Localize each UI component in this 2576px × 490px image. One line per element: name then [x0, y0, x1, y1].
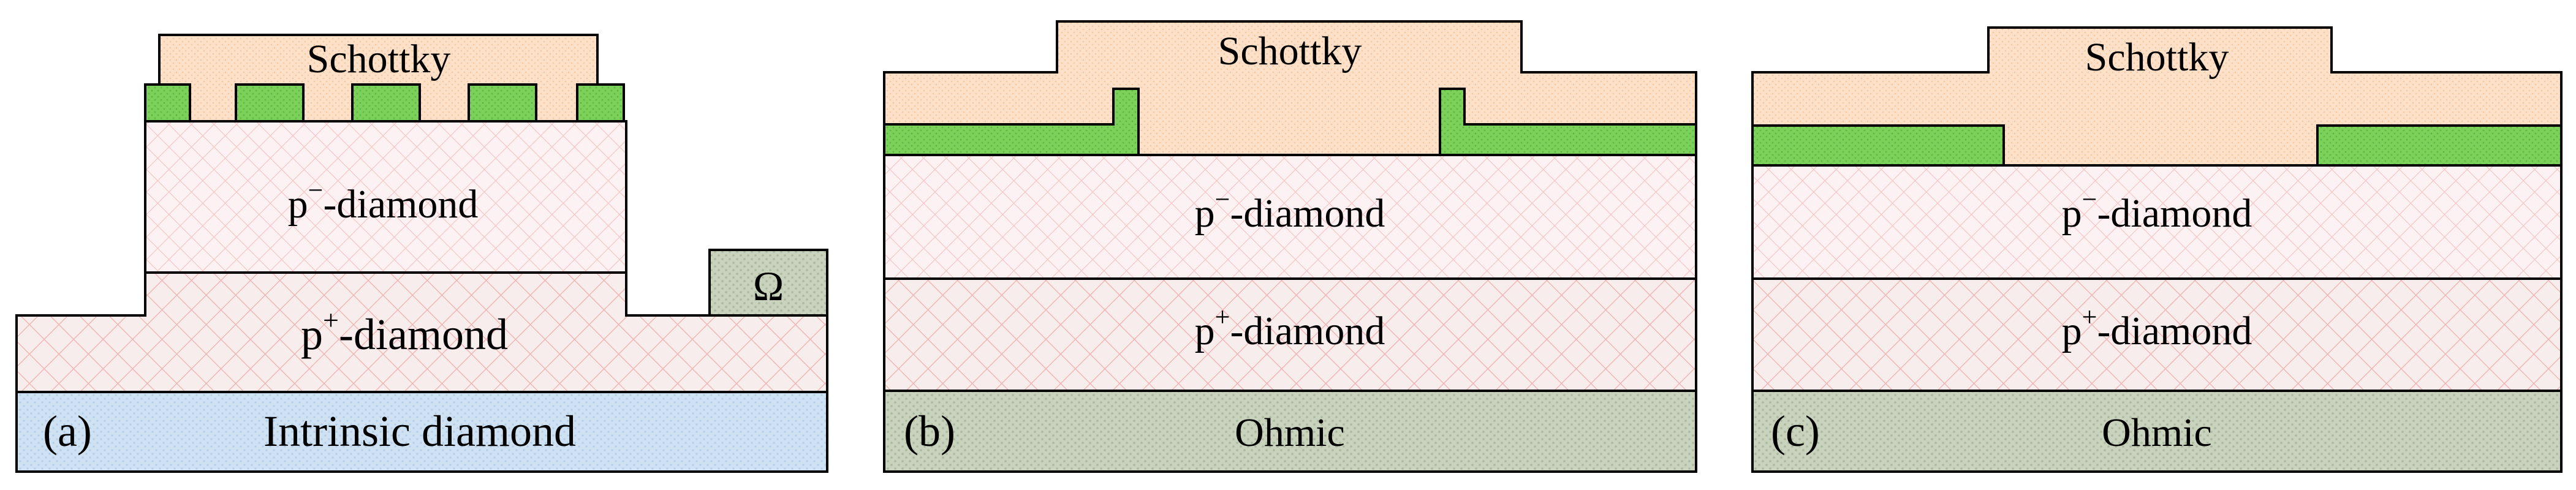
p-plus-label: p+-diamond — [2062, 302, 2252, 353]
p-minus-label: p−-diamond — [288, 175, 479, 227]
ohmic-layer — [1751, 390, 2563, 473]
ohmic-contact-pad — [708, 249, 828, 317]
panel-label: (a) — [43, 407, 92, 456]
dielectric-left — [883, 88, 1140, 156]
p-minus-layer — [1751, 164, 2563, 280]
intrinsic-diamond-layer — [15, 391, 828, 473]
dielectric-island — [576, 83, 625, 123]
p-plus-layer — [1751, 277, 2563, 392]
dielectric-island — [235, 83, 305, 123]
dielectric-island — [468, 83, 537, 123]
p-minus-label: p−-diamond — [1195, 184, 1385, 236]
dielectric-right — [2316, 124, 2563, 167]
schottky-label: Schottky — [1218, 29, 1362, 74]
dielectric-right — [1439, 88, 1697, 156]
ohmic-layer — [883, 390, 1697, 473]
p-minus-layer — [144, 120, 627, 274]
panel-a: Schottky p−-diamond p+-diamond Ω (a) Int… — [15, 34, 828, 473]
schottky-label: Schottky — [2085, 35, 2229, 80]
p-minus-label: p−-diamond — [2062, 184, 2252, 236]
dielectric-island — [351, 83, 421, 123]
schottky-label: Schottky — [307, 37, 451, 81]
panel-b: Schottky p−-diamond p+-diamond (b) Ohmic — [883, 20, 1697, 473]
dielectric-left — [1751, 124, 2005, 167]
ohmic-label: Ohmic — [1235, 410, 1345, 455]
dielectric-island — [144, 83, 191, 123]
p-minus-layer — [883, 154, 1697, 280]
ohmic-symbol: Ω — [753, 263, 784, 309]
p-plus-label: p+-diamond — [301, 304, 508, 359]
schottky-contact — [883, 20, 1697, 156]
ohmic-label: Ohmic — [2102, 410, 2212, 455]
p-plus-layer — [883, 277, 1697, 392]
p-plus-label: p+-diamond — [1195, 302, 1385, 353]
panel-label: (b) — [904, 407, 955, 456]
panel-label: (c) — [1771, 407, 1820, 456]
intrinsic-diamond-label: Intrinsic diamond — [263, 407, 576, 456]
panel-c: Schottky p−-diamond p+-diamond (c) Ohmic — [1751, 26, 2563, 473]
